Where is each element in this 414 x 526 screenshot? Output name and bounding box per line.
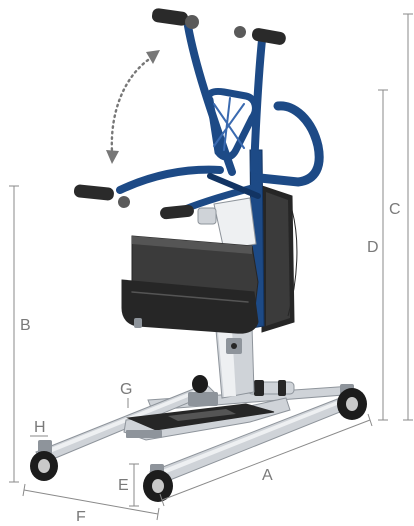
label-h: H [34,419,46,436]
castor-wheels [30,375,367,502]
label-a: A [262,467,273,484]
dimension-c [403,13,413,421]
hand-grips [73,8,286,220]
leg-actuator-cap-2 [278,380,286,396]
dimension-labels: B C D A F E G H [20,201,401,526]
seat-foot-left [134,318,142,328]
rotation-arrow-head-bottom [106,150,119,164]
dimension-e [129,463,139,507]
left-leg-highlight [38,386,208,457]
seat-pad [121,235,259,334]
control-unit-body [213,197,257,251]
upper-frame-loop [205,88,259,161]
battery-pack [261,185,298,333]
foot-plate-grip [168,409,236,421]
label-b: B [20,317,31,334]
label-d: D [367,239,379,256]
battery-cable [287,209,298,317]
control-unit [197,197,257,251]
rotation-arrow-head-top [146,50,160,64]
rotation-arrow-path [110,58,150,154]
mast [215,325,255,399]
seat-back-top-strip [132,236,252,254]
dimension-d [378,89,388,421]
rotation-arrow [106,50,160,164]
grip-left-inner [160,204,194,220]
label-c: C [389,201,401,218]
battery-housing-face [266,192,290,326]
mast-bolt [231,343,237,349]
label-e: E [118,477,129,494]
dimension-b [9,185,19,483]
grip-top-right [234,26,286,45]
dimension-lines [9,13,413,521]
control-unit-knob [197,207,217,225]
leg-actuator-cap [254,380,264,396]
foot-plate-edge [126,430,162,438]
center-bracket [188,392,218,406]
grip-top-left [151,8,199,29]
label-g: G [120,381,132,398]
seat-cushion-seam [131,291,249,303]
frame-crossbar [207,173,261,199]
right-leg-highlight [152,400,342,478]
wheel-front-right [143,464,173,502]
dimension-f [22,483,160,521]
wheel-rear-left [192,375,208,393]
left-cross-arm [116,165,224,194]
dimension-a [159,413,373,507]
label-f: F [76,509,86,521]
wheel-front-left [30,440,58,481]
wheel-rear-right [337,384,367,420]
frame-lattice [213,97,245,151]
grip-left-outer [73,184,130,208]
base-frame [35,380,357,485]
seat-cushion-front [121,279,259,334]
right-armrest-loop [255,101,324,187]
